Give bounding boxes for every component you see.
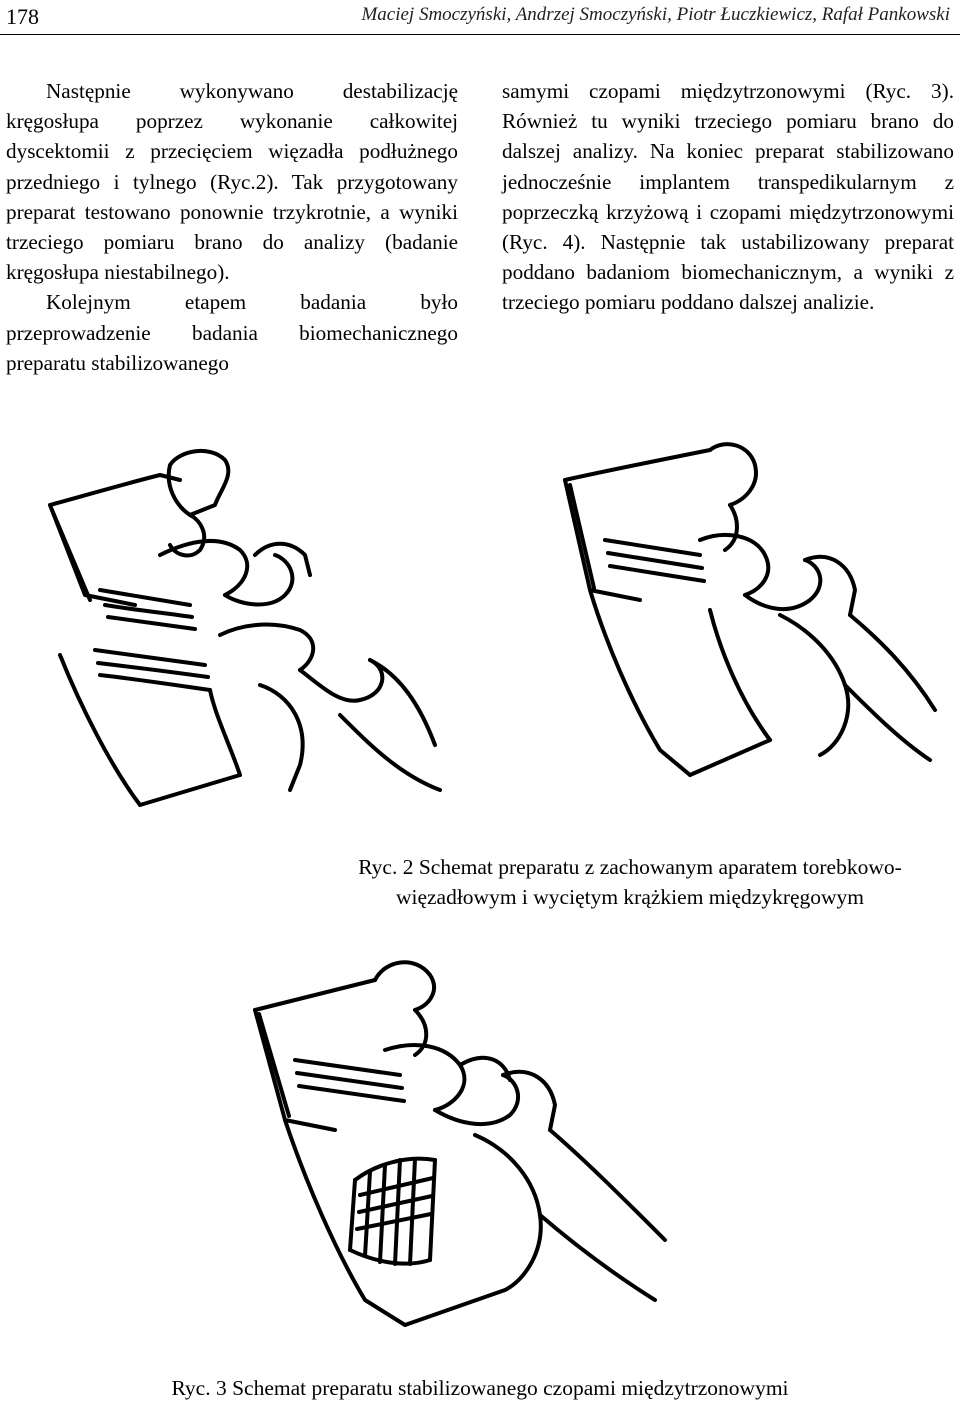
text-column-right: samymi czopami międzytrzonowymi (Ryc. 3)…: [502, 76, 954, 318]
ryc2-caption: Ryc. 2 Schemat preparatu z zachowanym ap…: [358, 855, 902, 909]
ryc3-drawing: [245, 950, 715, 1350]
paragraph: Następnie wykonywano destabilizację kręg…: [6, 79, 458, 285]
paragraph: Kolejnym etapem badania było przeprowadz…: [6, 290, 458, 375]
ryc3-caption: Ryc. 3 Schemat preparatu stabilizowanego…: [171, 1376, 789, 1400]
paragraph: samymi czopami międzytrzonowymi (Ryc. 3)…: [502, 79, 954, 315]
running-header: 178 Maciej Smoczyński, Andrzej Smoczyńsk…: [0, 0, 960, 35]
running-head-authors: Maciej Smoczyński, Andrzej Smoczyński, P…: [361, 4, 950, 25]
text-column-left: Następnie wykonywano destabilizację kręg…: [6, 76, 458, 378]
page-number: 178: [6, 4, 39, 29]
ryc2-drawing-left: [40, 445, 460, 825]
ryc2-drawing-right: [550, 440, 950, 820]
